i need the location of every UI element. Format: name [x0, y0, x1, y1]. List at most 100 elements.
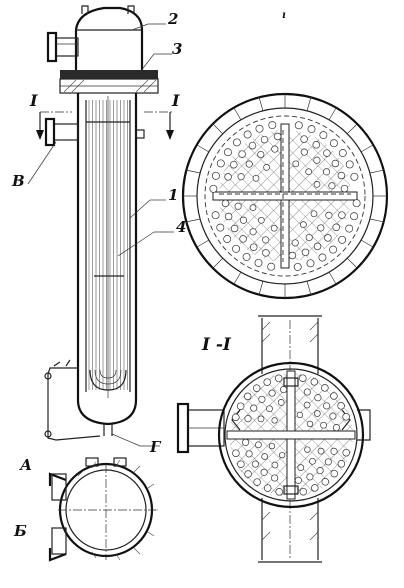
tube-end [300, 221, 307, 228]
tube-end [251, 460, 259, 468]
tube-end [338, 211, 346, 219]
tube-end [345, 224, 354, 233]
tube-end [263, 164, 270, 171]
tube-end [223, 148, 232, 157]
tube-end [321, 478, 330, 486]
tube-end [306, 473, 314, 481]
tube-end [232, 449, 240, 457]
tube-end [274, 374, 283, 383]
tube-end [252, 384, 261, 392]
tube-end [275, 488, 283, 496]
tube-end [253, 478, 261, 486]
part-label-4: 4 [176, 218, 186, 236]
tube-end [305, 233, 313, 242]
tube-end [306, 259, 315, 268]
tube-end [280, 386, 288, 394]
tube-end [268, 389, 276, 397]
tube-end [271, 417, 278, 424]
tube-end [268, 121, 277, 130]
tube-end [291, 239, 299, 247]
tube-end [338, 235, 347, 244]
tube-end [244, 415, 252, 423]
nozzle-label-v: В [11, 172, 25, 190]
tube-end [337, 402, 345, 410]
tube-end [345, 160, 354, 169]
tube-end [271, 145, 279, 153]
tube-end [271, 474, 279, 482]
tube-end [332, 223, 340, 232]
tube-end [232, 138, 241, 147]
section-mark-left: I [29, 91, 38, 110]
tube-end [297, 464, 305, 471]
tube-end [239, 235, 247, 243]
tube-end [324, 234, 332, 242]
tube-end [221, 199, 230, 208]
tube-end [299, 487, 308, 496]
tube-end [266, 405, 273, 413]
tube-end [211, 211, 220, 220]
tube-end [313, 156, 321, 164]
tube-end [245, 450, 253, 458]
section-view [176, 315, 371, 563]
tube-end [296, 411, 304, 419]
tube-end [318, 253, 327, 262]
tube-end [300, 148, 308, 156]
tube-end [329, 412, 337, 420]
elevation-view [36, 5, 174, 441]
tube-end [330, 469, 339, 478]
nozzle-label-b: Б [13, 522, 27, 540]
tube-end [249, 243, 258, 251]
section-mark-right: I [171, 91, 180, 110]
tube-end [340, 184, 349, 193]
tube-end [301, 248, 310, 257]
tube-end [244, 470, 252, 478]
part-label-1: 1 [168, 186, 178, 204]
tube-end [338, 149, 347, 157]
tube-end [263, 378, 271, 386]
tube-end [352, 199, 361, 208]
tube-end [323, 149, 331, 157]
tube-end [329, 139, 338, 148]
tube-end [232, 413, 240, 422]
tube-end [216, 159, 225, 168]
tube-end [268, 442, 276, 450]
tube-end [239, 216, 248, 224]
tube-end [342, 448, 350, 457]
tube-end [237, 460, 245, 468]
tube-end [330, 447, 338, 455]
tube-end [242, 252, 251, 261]
tube-end [324, 458, 332, 466]
tube-end [323, 402, 331, 410]
tube-end [224, 212, 233, 221]
tube-end [238, 150, 246, 158]
tube-end [236, 402, 245, 410]
tube-end [300, 135, 308, 143]
tube-end [263, 484, 272, 492]
leader-lines [27, 23, 174, 447]
tube-end [216, 223, 225, 232]
labels: 2 3 1 4 I I В Г А Б I -I ı [11, 10, 286, 540]
tube-end [257, 216, 265, 224]
tube-end [243, 130, 252, 139]
tube-end [223, 235, 232, 243]
tube-end [311, 484, 319, 492]
tube-end [232, 244, 241, 253]
tube-end [230, 160, 238, 169]
tube-end [328, 182, 336, 190]
tube-end [209, 184, 218, 193]
tube-end [304, 446, 311, 453]
tube-end [313, 410, 321, 417]
tube-end [211, 171, 220, 180]
tube-end [293, 262, 302, 271]
tube-end [321, 384, 329, 392]
tube-end [260, 468, 268, 476]
tube-end [255, 441, 262, 449]
tube-end [320, 421, 327, 429]
tube-end [337, 171, 346, 180]
tube-end [273, 132, 282, 141]
tube-end [242, 438, 250, 446]
tube-end [294, 121, 303, 130]
tube-end [314, 394, 322, 402]
nozzle-label-a: А [19, 456, 32, 474]
part-label-3: 3 [172, 40, 182, 58]
